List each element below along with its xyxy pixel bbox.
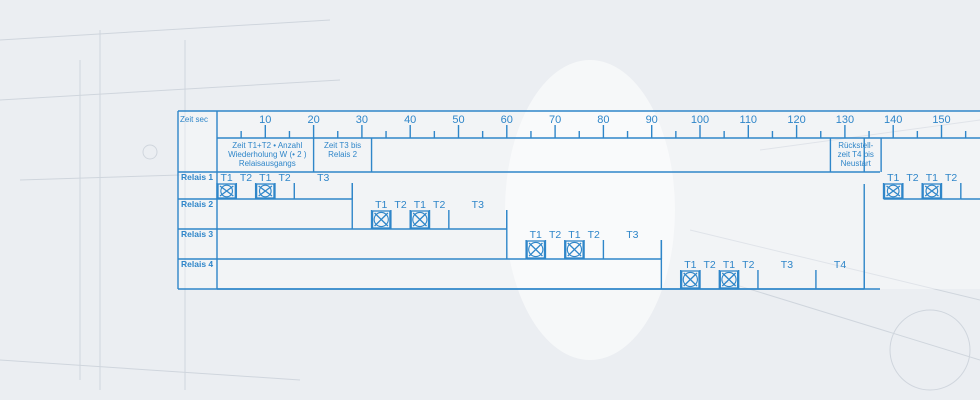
relay-4-main-segment-t2-4: T2 — [742, 259, 754, 271]
tick-label-10: 10 — [259, 114, 271, 126]
cross-hatch-icon — [258, 184, 273, 198]
tick-label-120: 120 — [787, 114, 805, 126]
relay-1-restart-segment-t1-3: T1 — [926, 172, 938, 184]
note-1-line-3: Relaisausgangs — [239, 159, 296, 168]
relay-3-on-pulse-1 — [526, 240, 546, 259]
note-2-line-1: Zeit T3 bis — [324, 141, 361, 150]
relay-1-main-segment-t1-1: T1 — [221, 172, 233, 184]
tick-label-90: 90 — [646, 114, 658, 126]
relay-3-main-segment-t3-5: T3 — [626, 229, 638, 241]
tick-label-110: 110 — [740, 114, 758, 126]
cross-hatch-icon — [373, 211, 389, 228]
tick-label-40: 40 — [404, 114, 416, 126]
relay-4-main-segment-t1-3: T1 — [723, 259, 735, 271]
relay-1-label: Relais 1 — [181, 172, 213, 182]
cross-hatch-icon — [219, 184, 234, 198]
relay-2-main-segment-t1-1: T1 — [375, 199, 387, 211]
relay-1-main-segment-t1-3: T1 — [259, 172, 271, 184]
relay-2-on-pulse-3 — [410, 210, 430, 229]
relay-2-main-segment-t3-5: T3 — [472, 199, 484, 211]
cross-hatch-icon — [682, 271, 698, 288]
relay-4-main-segment-t4-6: T4 — [834, 259, 846, 271]
relay-4-on-pulse-3 — [719, 270, 739, 289]
cross-hatch-icon — [528, 241, 544, 258]
tick-label-20: 20 — [307, 114, 319, 126]
note-1-line-1: Zeit T1+T2 • Anzahl — [232, 141, 302, 150]
relay-3-main-segment-t2-2: T2 — [549, 229, 561, 241]
relay-4-on-pulse-1 — [681, 270, 700, 289]
relay-1-restart-segment-t2-4: T2 — [945, 172, 957, 184]
tick-label-100: 100 — [691, 114, 709, 126]
relay-1-main-segment-t2-2: T2 — [240, 172, 252, 184]
relay-2-main-segment-t2-2: T2 — [394, 199, 406, 211]
tick-label-60: 60 — [501, 114, 513, 126]
note-1-line-2: Wiederholung W (• 2 ) — [228, 150, 307, 159]
note-3-line-3: Neustart — [841, 159, 872, 168]
relay-2-main-segment-t1-3: T1 — [414, 199, 426, 211]
relay-1-main-segment-t2-4: T2 — [278, 172, 290, 184]
relay-4-main-segment-t3-5: T3 — [781, 259, 793, 271]
relay-1-restart-segment-t1-1: T1 — [887, 172, 899, 184]
tick-label-30: 30 — [356, 114, 368, 126]
tick-label-50: 50 — [452, 114, 464, 126]
note-3-line-2: zeit T4 bis — [838, 150, 874, 159]
tick-label-130: 130 — [836, 114, 854, 126]
relay-4-main-segment-t2-2: T2 — [704, 259, 716, 271]
relay-3-label: Relais 3 — [181, 229, 213, 239]
cross-hatch-icon — [721, 271, 737, 288]
cross-hatch-icon — [924, 184, 939, 198]
cross-hatch-icon — [566, 241, 583, 258]
tick-label-140: 140 — [884, 114, 902, 126]
relay-2-label: Relais 2 — [181, 199, 213, 209]
tick-label-80: 80 — [597, 114, 609, 126]
tick-label-70: 70 — [549, 114, 561, 126]
relay-2-main-segment-t2-4: T2 — [433, 199, 445, 211]
relay-3-main-segment-t2-4: T2 — [588, 229, 600, 241]
tick-label-150: 150 — [932, 114, 950, 126]
relay-1-on-pulse-3 — [255, 183, 275, 199]
relay-3-on-pulse-3 — [565, 240, 584, 259]
relay-1-on-pulse-3 — [922, 183, 942, 199]
cross-hatch-icon — [412, 211, 428, 228]
cross-hatch-icon — [886, 184, 901, 198]
relay-4-label: Relais 4 — [181, 259, 213, 269]
relay-4-main-segment-t1-1: T1 — [684, 259, 696, 271]
relay-3-main-segment-t1-3: T1 — [568, 229, 580, 241]
relay-3-main-segment-t1-1: T1 — [530, 229, 542, 241]
note-2-line-2: Relais 2 — [328, 150, 357, 159]
relay-1-main-segment-t3-5: T3 — [317, 172, 329, 184]
time-axis-label: Zeit sec — [180, 115, 208, 124]
relay-2-on-pulse-1 — [371, 210, 391, 229]
relay-1-on-pulse-1 — [883, 183, 903, 199]
relay-1-on-pulse-1 — [217, 183, 236, 199]
note-3-line-1: Rückstell- — [838, 141, 873, 150]
relay-1-restart-segment-t2-2: T2 — [906, 172, 918, 184]
